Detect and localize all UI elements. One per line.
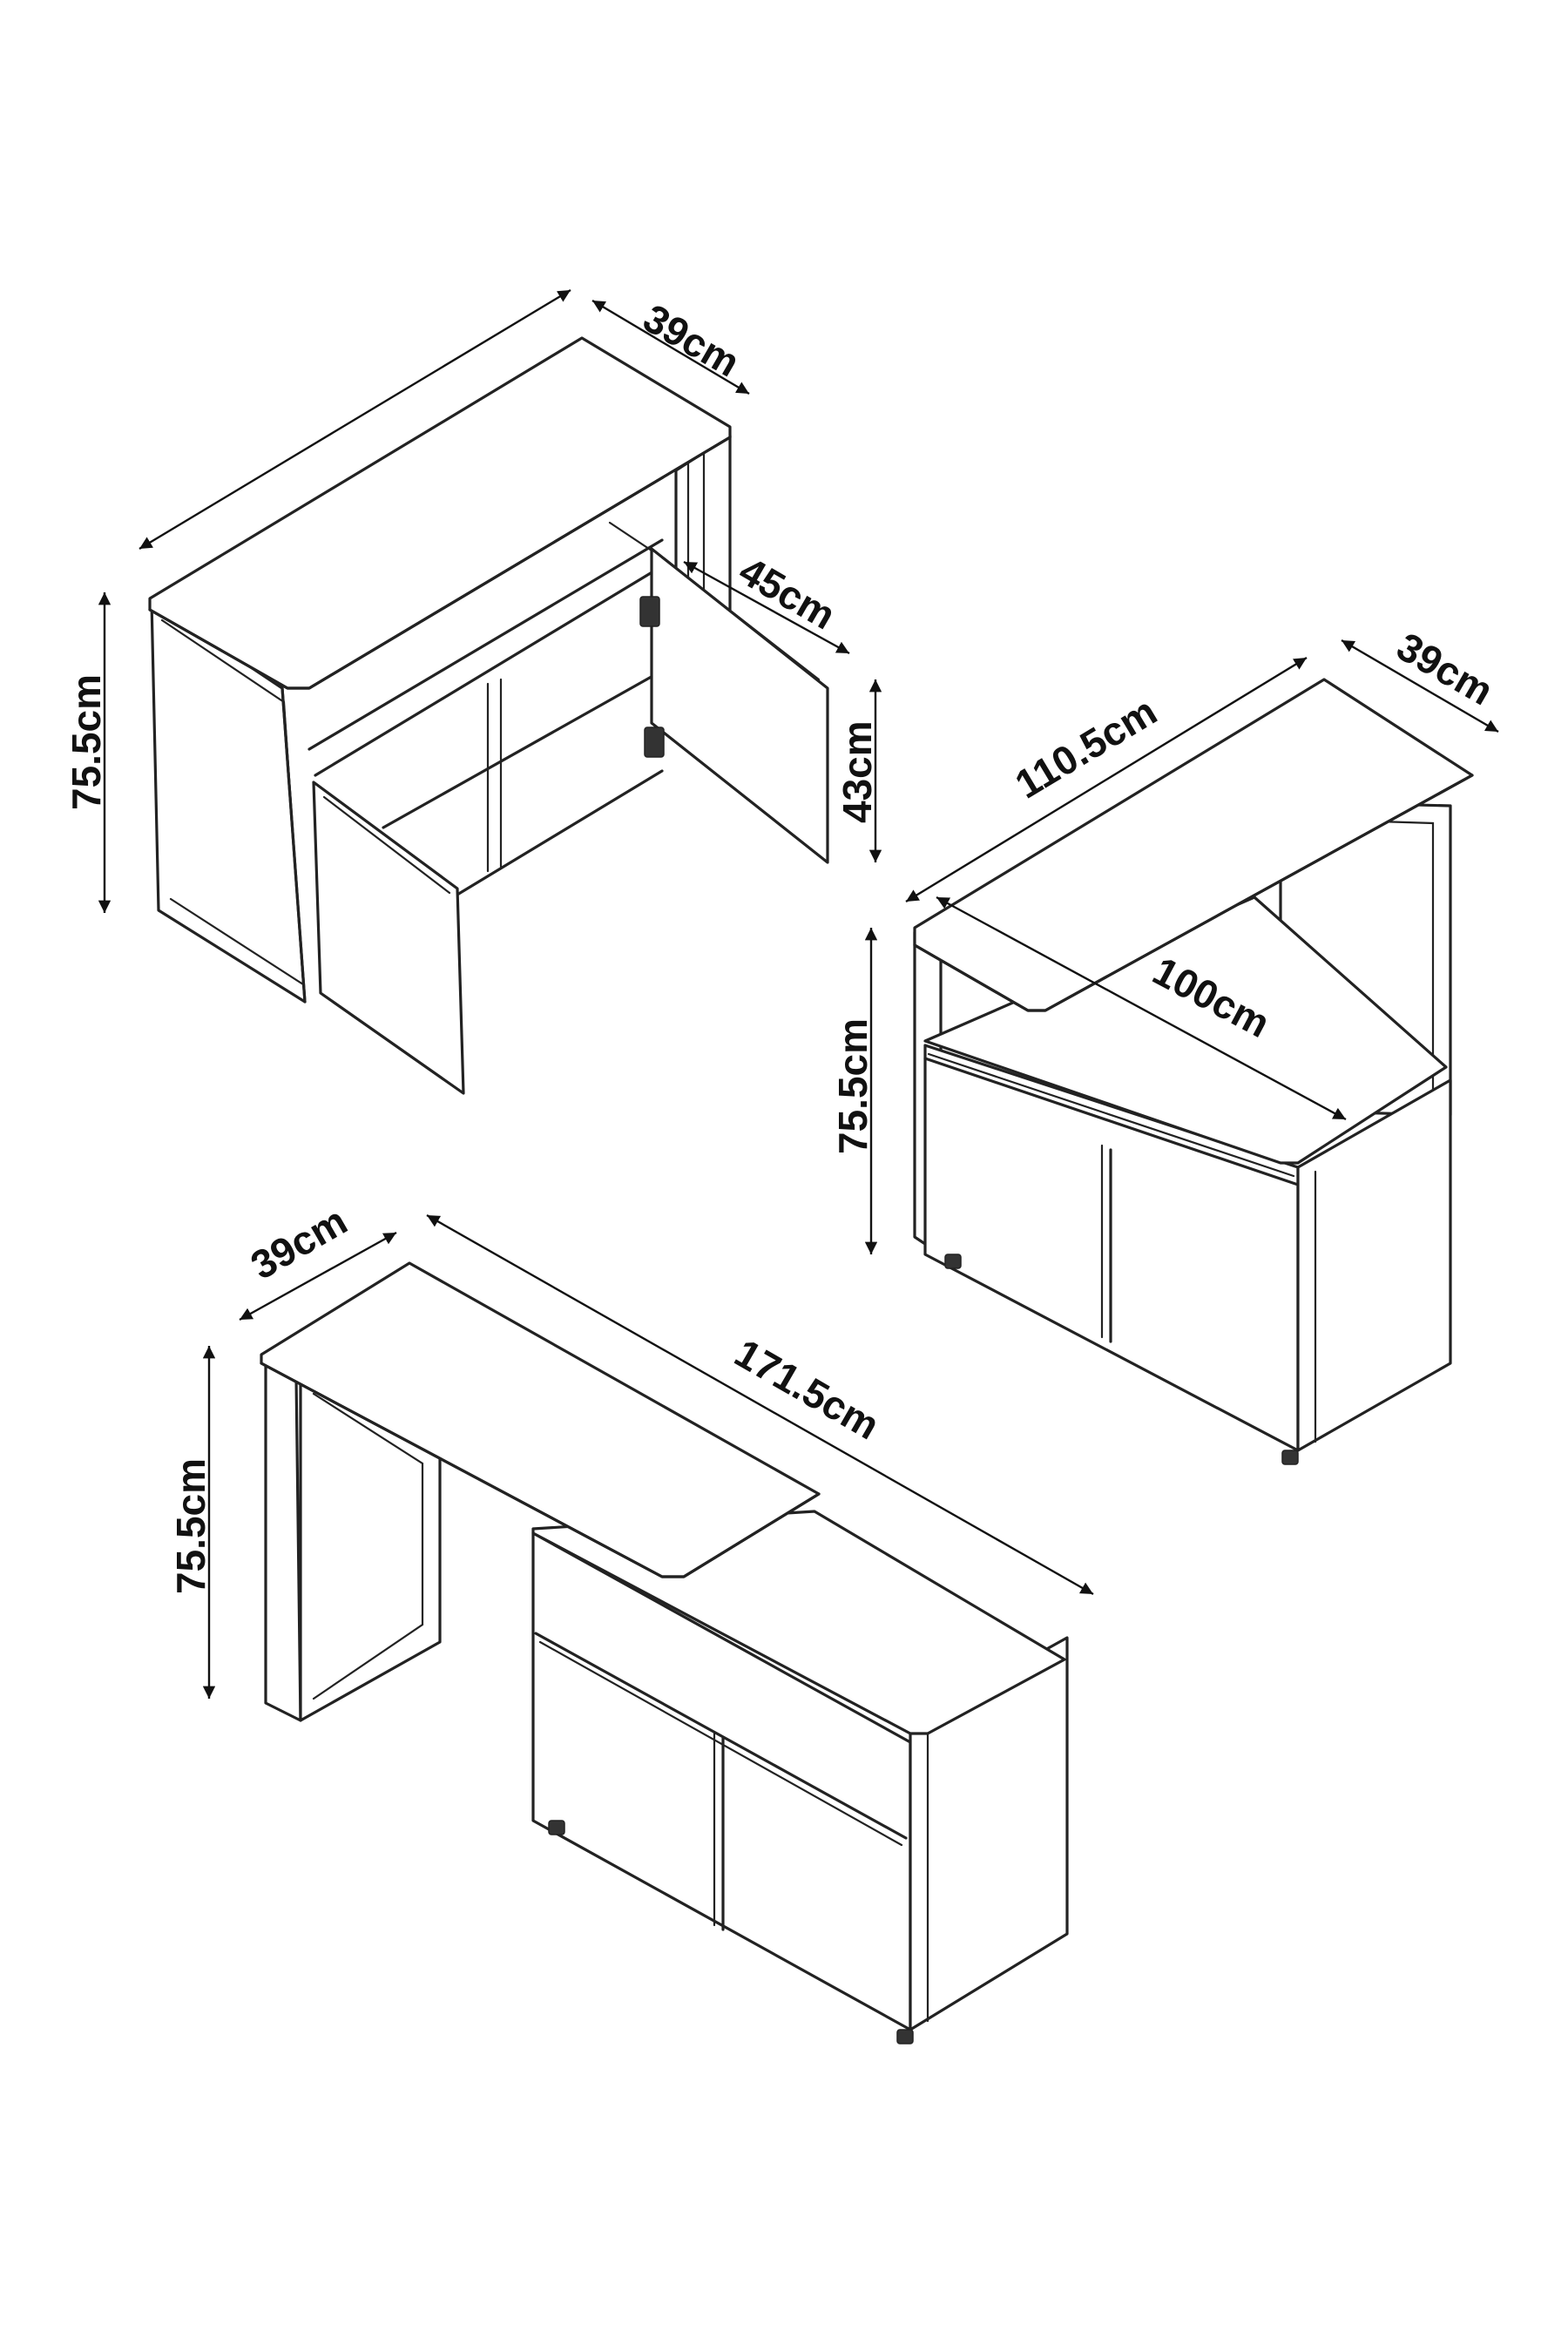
desk-extended-view <box>260 1261 1069 2044</box>
view1-height-label: 75.5cm <box>64 674 109 810</box>
cabinet-open-view <box>148 336 829 1095</box>
view3-height-label: 75.5cm <box>168 1458 213 1594</box>
view2-height-label: 75.5cm <box>830 1018 875 1154</box>
view1-door-height-label: 43cm <box>835 720 880 823</box>
view1-depth-label: 39cm <box>636 295 747 386</box>
desk-compact-view <box>913 678 1474 1465</box>
view3-depth-label: 39cm <box>243 1198 355 1288</box>
